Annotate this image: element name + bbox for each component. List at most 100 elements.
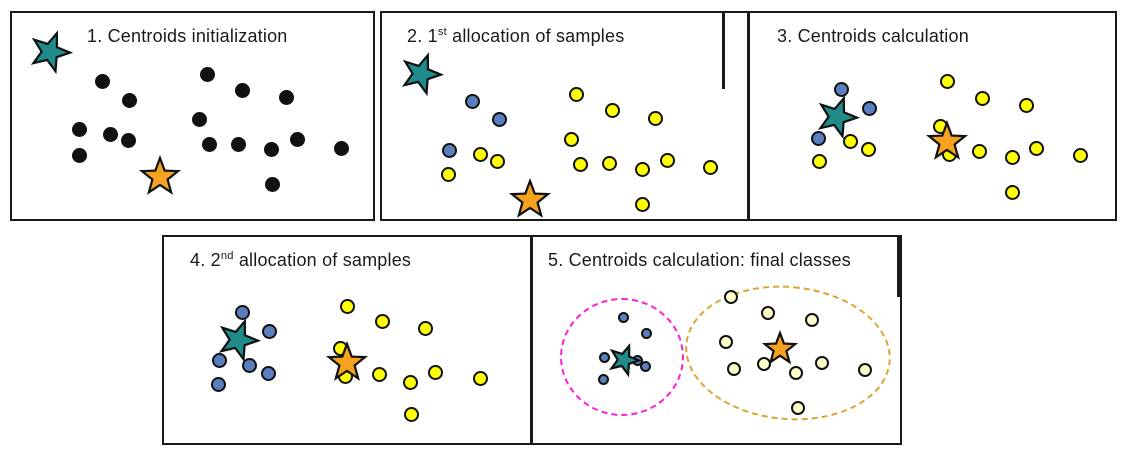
sample-dot-pale_yellow [858,363,872,377]
sample-dot-pale_yellow [789,366,803,380]
sample-dot-blue [234,304,250,320]
sample-dot-yellow [472,146,488,162]
sample-dot-pale_yellow [724,290,738,304]
sample-dot-yellow [417,320,433,336]
sample-dot-yellow [659,152,675,168]
centroid-star-orange [508,177,552,218]
sample-dot-blue [464,93,480,109]
sample-dot-yellow [1028,140,1044,156]
sample-dot-black [102,126,118,142]
centroid-star-orange [761,329,799,365]
sample-dot-black [199,66,215,82]
sample-dot-yellow [1018,97,1034,113]
sample-dot-yellow [702,159,718,175]
panel-2-title-rest: allocation of samples [446,26,625,46]
sample-dot-yellow [601,155,617,171]
centroid-star-orange [325,340,369,381]
sample-dot-yellow [1004,149,1020,165]
panel-2-title-text: 2. 1 [407,26,438,46]
sample-dot-yellow [427,364,443,380]
sample-dot-black [264,176,280,192]
sample-dot-yellow [472,370,488,386]
panel-4-title: 4. 2nd allocation of samples [190,250,411,271]
sample-dot-yellow [572,156,588,172]
sample-dot-black [201,136,217,152]
cluster-boundary-magenta [560,298,684,416]
panel-1-title: 1. Centroids initialization [87,26,288,47]
sample-dot-pale_yellow [727,362,741,376]
sample-dot-black [234,82,250,98]
sample-dot-yellow [563,131,579,147]
centroid-star-teal [401,52,445,97]
panel-2-title: 2. 1st allocation of samples [407,26,624,47]
panel-3: 3. Centroids calculation [748,11,1117,221]
sample-dot-black [71,147,87,163]
sample-dot-blue [210,376,226,392]
sample-dot-blue [639,360,651,372]
panel-2-title-sup: st [437,26,447,38]
sample-dot-black [94,73,110,89]
centroid-star-orange [138,154,182,195]
sample-dot-yellow [568,86,584,102]
sample-dot-blue [617,311,629,323]
centroid-star-teal [608,342,643,378]
sample-dot-pale_yellow [815,356,829,370]
panel-3-title: 3. Centroids calculation [777,26,969,47]
sample-dot-yellow [1072,147,1088,163]
panel-1: 1. Centroids initialization [10,11,375,221]
sample-dot-blue [261,323,277,339]
sample-dot-blue [640,327,652,339]
panel-5-title-text: 5. Centroids calculation: final classes [548,250,851,270]
panel-4-title-rest: allocation of samples [233,250,412,270]
sample-dot-yellow [374,313,390,329]
sample-dot-blue [241,357,257,373]
sample-dot-yellow [971,143,987,159]
sample-dot-blue [810,130,826,146]
sample-dot-black [191,111,207,127]
sample-dot-yellow [974,90,990,106]
sample-dot-yellow [842,133,858,149]
sample-dot-blue [491,111,507,127]
panel-3-title-text: 3. Centroids calculation [777,26,969,46]
sample-dot-pale_yellow [757,357,771,371]
sample-dot-blue [211,352,227,368]
centroid-star-teal [218,318,262,363]
centroid-star-orange [925,119,969,160]
sample-dot-black [230,136,246,152]
sample-dot-pale_yellow [719,335,733,349]
sample-dot-yellow [811,153,827,169]
sample-dot-yellow [1004,184,1020,200]
panel-1-title-text: 1. Centroids initialization [87,26,288,46]
sample-dot-blue [833,81,849,97]
panel-4: 4. 2nd allocation of samples [162,235,532,445]
panel-4-title-text: 4. 2 [190,250,221,270]
sample-dot-yellow [939,73,955,89]
sample-dot-blue [441,142,457,158]
sample-dot-pale_yellow [791,401,805,415]
sample-dot-yellow [403,406,419,422]
sample-dot-blue [260,365,276,381]
panel-2: 2. 1st allocation of samples [380,11,749,221]
centroid-star-teal [817,95,861,140]
sample-dot-yellow [634,196,650,212]
sample-dot-yellow [339,298,355,314]
panel-5-title: 5. Centroids calculation: final classes [548,250,851,271]
sample-dot-black [289,131,305,147]
sample-dot-black [333,140,349,156]
sample-dot-yellow [860,141,876,157]
sample-dot-pale_yellow [805,313,819,327]
stray-border-line [897,237,900,297]
sample-dot-blue [597,373,609,385]
sample-dot-yellow [604,102,620,118]
sample-dot-yellow [489,153,505,169]
sample-dot-black [71,121,87,137]
sample-dot-blue [861,100,877,116]
sample-dot-yellow [634,161,650,177]
sample-dot-yellow [402,374,418,390]
sample-dot-pale_yellow [761,306,775,320]
sample-dot-yellow [440,166,456,182]
sample-dot-black [121,92,137,108]
sample-dot-yellow [647,110,663,126]
centroid-star-teal [30,30,74,75]
